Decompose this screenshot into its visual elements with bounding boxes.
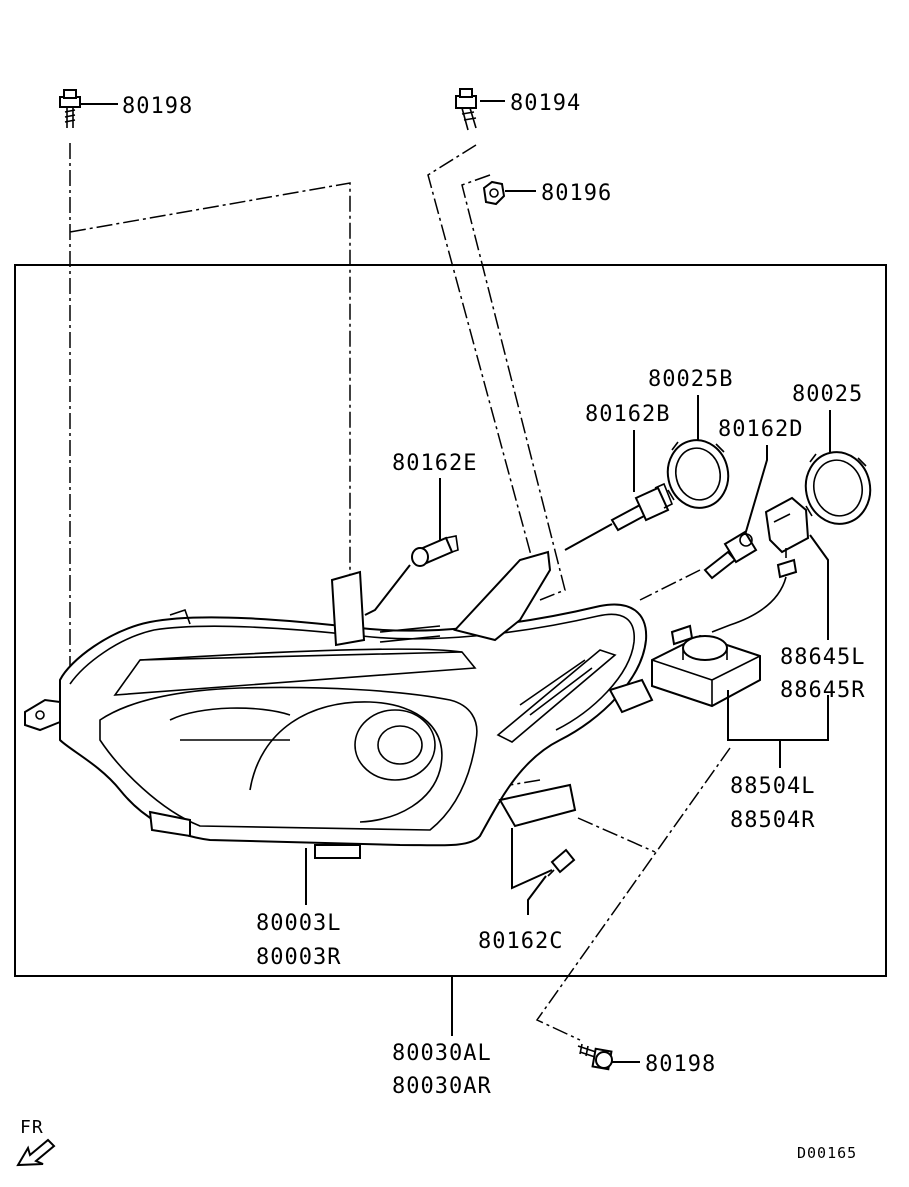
front-arrow-icon — [16, 1138, 56, 1167]
bulb-80162E-icon — [411, 535, 459, 567]
assembly-frame — [14, 264, 887, 977]
direction-label: FR — [20, 1117, 44, 1138]
label-88645R: 88645R — [780, 678, 865, 703]
bulb-80162D-icon — [703, 530, 758, 580]
diagram-code: D00165 — [797, 1144, 857, 1162]
label-80025B: 80025B — [648, 367, 733, 392]
label-80003L: 80003L — [256, 911, 341, 936]
ballast-88504-icon — [651, 624, 761, 708]
label-80162D: 80162D — [718, 417, 803, 442]
ring-80025B-icon — [666, 439, 730, 509]
label-88504R: 88504R — [730, 808, 815, 833]
ring-80025-icon — [804, 451, 872, 525]
label-88645L: 88645L — [780, 645, 865, 670]
leader-bottom — [535, 747, 731, 1041]
socket-88645-icon — [711, 496, 810, 633]
label-80030AL: 80030AL — [392, 1041, 492, 1066]
label-80196: 80196 — [541, 181, 612, 206]
label-80025: 80025 — [792, 382, 863, 407]
label-80198-bottom: 80198 — [645, 1052, 716, 1077]
bolt-80194-icon — [455, 88, 505, 131]
bolt-80198-top-icon — [59, 89, 118, 128]
leader-bulb-D — [639, 569, 701, 601]
nut-80196-icon — [482, 180, 536, 206]
label-80030AR: 80030AR — [392, 1074, 492, 1099]
bulb-80162B-icon — [610, 482, 674, 532]
leader-80194 — [427, 144, 536, 571]
label-80194: 80194 — [510, 91, 581, 116]
bolt-80198-bottom-icon — [577, 1043, 640, 1071]
label-80198-top: 80198 — [122, 94, 193, 119]
label-80162C: 80162C — [478, 929, 563, 954]
leader-80196 — [461, 174, 566, 601]
label-88504L: 88504L — [730, 774, 815, 799]
label-80003R: 80003R — [256, 945, 341, 970]
headlamp-housing-80003-icon — [24, 550, 654, 859]
leader-80198-top — [69, 143, 351, 690]
bulb-80162C-icon — [547, 848, 576, 877]
label-80162B: 80162B — [585, 402, 670, 427]
label-80162E: 80162E — [392, 451, 477, 476]
